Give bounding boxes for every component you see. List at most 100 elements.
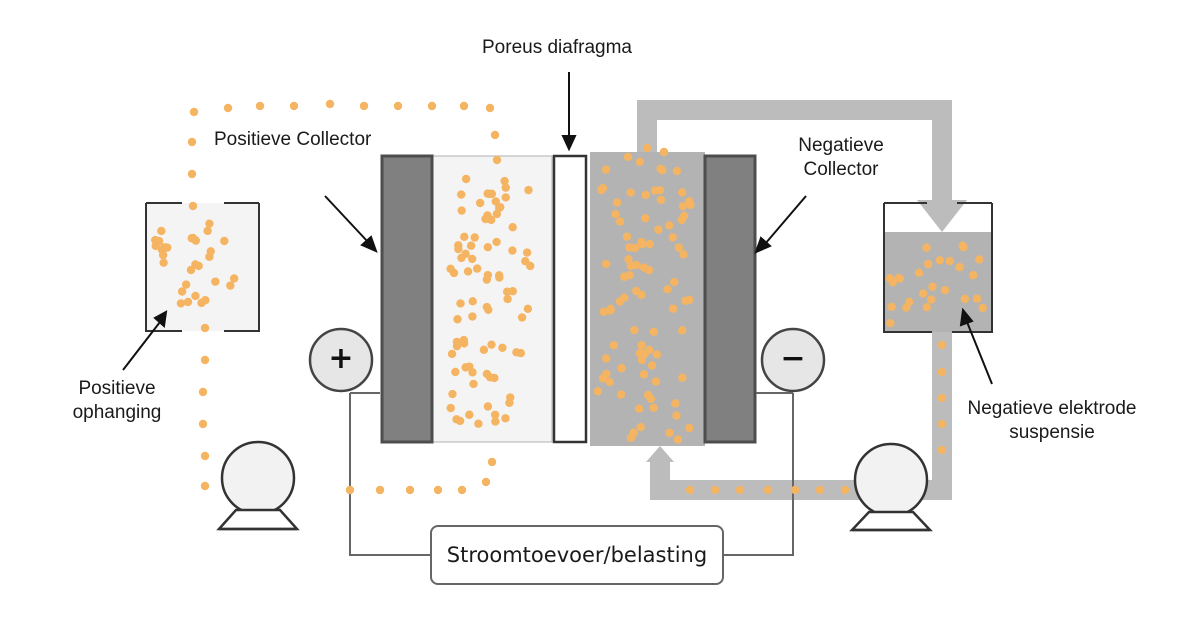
particle-dot: [894, 273, 903, 283]
particle-dot: [427, 101, 437, 111]
particle-dot: [188, 201, 198, 211]
particle-dot: [665, 221, 674, 230]
particle-dot: [677, 188, 687, 197]
particle-dot: [625, 271, 634, 280]
particle-dot: [189, 107, 199, 117]
particle-dot: [187, 137, 197, 147]
particle-dot: [978, 303, 987, 313]
particle-dot: [605, 377, 614, 387]
particle-dot: [433, 485, 443, 495]
negative-electrode-label-line2: suspensie: [1009, 422, 1095, 443]
negative-collector-label-line1: Negatieve: [798, 135, 884, 156]
porous-diaphragm: [552, 154, 588, 444]
power-supply-load-box: Stroomtoevoer/belasting: [430, 525, 724, 585]
particles: [151, 99, 987, 495]
particle-dot: [405, 485, 415, 495]
particle-dot: [685, 485, 695, 495]
particle-dot: [501, 414, 510, 423]
particle-dot: [615, 217, 625, 226]
particle-dot: [456, 299, 465, 308]
particle-dot: [622, 232, 632, 241]
particle-dot: [469, 379, 478, 389]
particle-dot: [468, 368, 477, 377]
particle-dot: [623, 152, 633, 162]
particle-dot: [959, 242, 968, 252]
particle-dot: [678, 326, 687, 335]
particle-dot: [637, 290, 646, 300]
particle-dot: [200, 323, 210, 333]
particle-dot: [641, 214, 650, 223]
particle-dot: [470, 233, 479, 242]
arrow-icon: [324, 195, 378, 253]
particle-dot: [626, 433, 636, 443]
particle-dot: [626, 188, 635, 197]
particle-dot: [601, 259, 611, 269]
particle-dot: [620, 293, 629, 302]
arrow-icon: [561, 72, 577, 152]
particle-dot: [491, 197, 500, 206]
particle-dot: [972, 294, 982, 303]
particle-dot: [181, 280, 191, 289]
particle-dot: [457, 485, 467, 495]
particle-dot: [492, 155, 502, 165]
particle-dot: [211, 277, 220, 286]
particle-dot: [457, 253, 466, 263]
particle-dot: [448, 389, 457, 399]
minus-symbol: −: [780, 341, 806, 376]
particle-dot: [671, 399, 680, 408]
particle-dot: [453, 315, 462, 324]
particle-dot: [593, 387, 603, 396]
positive-collector: [380, 154, 434, 444]
particle-dot: [481, 214, 490, 224]
particle-dot: [679, 250, 688, 259]
particle-dot: [674, 243, 684, 252]
particle-dot: [937, 393, 947, 403]
particle-dot: [602, 369, 611, 379]
particle-dot: [447, 349, 457, 359]
particle-dot: [630, 325, 639, 335]
particle-dot: [492, 209, 502, 219]
particle-dot: [937, 367, 947, 377]
particle-dot: [503, 294, 512, 304]
particle-dot: [887, 302, 896, 312]
particle-dot: [955, 262, 964, 272]
particle-dot: [647, 361, 657, 370]
negative-electrode-label-line1: Negatieve elektrode: [967, 398, 1137, 419]
particle-dot: [684, 197, 694, 206]
particle-dot: [517, 313, 527, 322]
particle-dot: [460, 232, 469, 242]
particle-dot: [642, 143, 652, 153]
particle-dot: [650, 186, 660, 195]
arrow-icon: [959, 307, 993, 385]
particle-dot: [677, 215, 687, 225]
particle-dot: [198, 419, 208, 429]
particle-dot: [487, 457, 497, 467]
particle-dot: [638, 239, 647, 249]
particle-dot: [969, 271, 978, 280]
positive-collector-label: Positieve Collector: [214, 129, 372, 150]
particle-dot: [468, 312, 477, 321]
particle-dot: [467, 254, 477, 264]
particle-dot: [602, 354, 611, 363]
particle-dot: [637, 341, 646, 350]
particle-dot: [457, 190, 466, 199]
particle-dot: [630, 243, 640, 253]
particle-dot: [672, 411, 681, 420]
particle-dot: [481, 477, 491, 487]
particle-dot: [922, 303, 932, 312]
particle-dot: [187, 234, 196, 243]
particle-dot: [975, 255, 984, 264]
particle-dot: [500, 176, 509, 186]
particle-dot: [183, 297, 193, 307]
particle-dot: [659, 147, 669, 157]
particle-dot: [611, 209, 620, 219]
positive-suspension-label: Positieve ophanging: [62, 377, 172, 425]
particle-dot: [928, 282, 937, 291]
particle-dot: [455, 416, 465, 426]
particle-dot: [159, 258, 168, 267]
particle-dot: [902, 303, 911, 312]
particle-dot: [191, 291, 200, 301]
plus-symbol: +: [328, 341, 354, 376]
positive-suspension-label-line1: Positieve: [78, 378, 156, 399]
particle-dot: [914, 268, 924, 278]
